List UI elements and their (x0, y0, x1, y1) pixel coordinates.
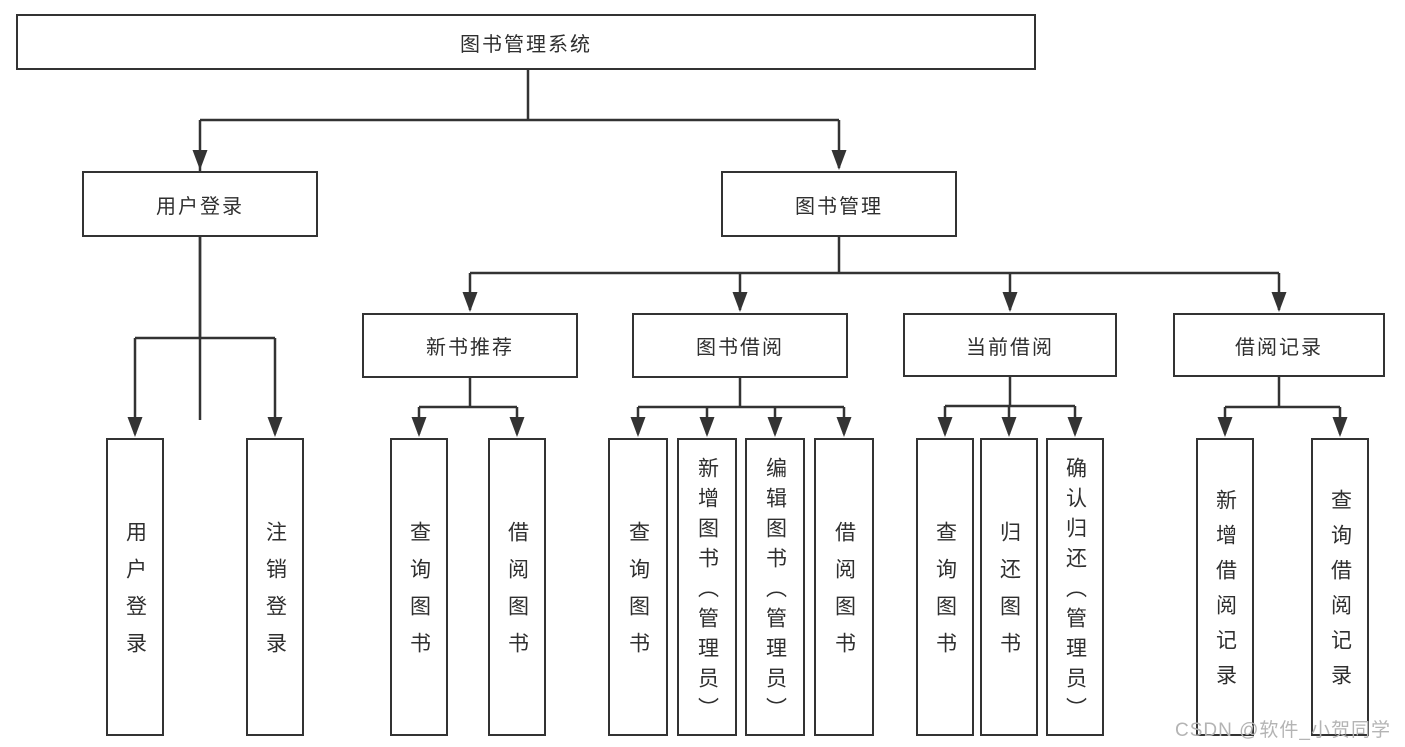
arrowhead (127, 417, 143, 437)
node-library-management-system: 图书管理系统 (16, 14, 1036, 70)
leaf-confirm-return-admin: 确认归还（管理员） (1046, 438, 1104, 736)
arrowhead (937, 417, 953, 437)
leaf-query-books-1: 查询图书 (390, 438, 448, 736)
node-label: 图书管理系统 (460, 33, 592, 56)
arrowhead (1002, 292, 1018, 312)
arrowhead (767, 417, 783, 437)
node-label: 新增借阅记录 (1213, 489, 1237, 699)
arrowhead (836, 417, 852, 437)
arrowhead (411, 417, 427, 437)
node-label: 查询图书 (933, 521, 957, 669)
node-borrowing-records: 借阅记录 (1173, 313, 1385, 377)
node-label: 编辑图书（管理员） (763, 456, 787, 727)
leaf-query-borrow-record: 查询借阅记录 (1311, 438, 1369, 736)
leaf-query-books-3: 查询图书 (916, 438, 974, 736)
arrowhead (1001, 417, 1017, 437)
arrowhead (1271, 292, 1287, 312)
node-book-borrowing: 图书借阅 (632, 313, 848, 378)
arrowhead (831, 150, 847, 170)
arrowhead (509, 417, 525, 437)
leaf-add-borrow-record: 新增借阅记录 (1196, 438, 1254, 736)
node-label: 图书借阅 (696, 337, 784, 359)
node-label: 借阅记录 (1235, 336, 1323, 359)
node-new-book-recommend: 新书推荐 (362, 313, 578, 378)
node-label: 新增图书（管理员） (695, 456, 719, 727)
arrowhead (1067, 417, 1083, 437)
node-label: 用户登录 (123, 521, 147, 669)
node-label: 当前借阅 (966, 336, 1054, 359)
node-label: 注销登录 (263, 521, 287, 669)
node-label: 借阅图书 (832, 521, 856, 669)
node-user-login: 用户登录 (82, 171, 318, 237)
leaf-borrow-books-1: 借阅图书 (488, 438, 546, 736)
leaf-query-books-2: 查询图书 (608, 438, 668, 736)
arrowhead (630, 417, 646, 437)
node-label: 查询图书 (626, 521, 650, 669)
node-label: 查询图书 (407, 521, 431, 669)
watermark-text: CSDN @软件_小贺同学 (1175, 720, 1391, 741)
node-label: 新书推荐 (426, 337, 514, 359)
arrowhead (1217, 417, 1233, 437)
node-current-borrowing: 当前借阅 (903, 313, 1117, 377)
arrowhead (462, 292, 478, 312)
leaf-edit-book-admin: 编辑图书（管理员） (745, 438, 805, 736)
node-label: 图书管理 (795, 195, 883, 218)
node-label: 用户登录 (156, 195, 244, 218)
node-label: 借阅图书 (505, 521, 529, 669)
node-label: 确认归还（管理员） (1063, 456, 1087, 727)
leaf-user-login: 用户登录 (106, 438, 164, 736)
leaf-logout: 注销登录 (246, 438, 304, 736)
arrowhead (192, 150, 208, 170)
leaf-return-book: 归还图书 (980, 438, 1038, 736)
arrowhead (699, 417, 715, 437)
arrowhead (1332, 417, 1348, 437)
arrowhead (267, 417, 283, 437)
leaf-borrow-books-2: 借阅图书 (814, 438, 874, 736)
node-label: 查询借阅记录 (1328, 489, 1352, 699)
leaf-add-book-admin: 新增图书（管理员） (677, 438, 737, 736)
node-book-management: 图书管理 (721, 171, 957, 237)
arrowhead (732, 292, 748, 312)
node-label: 归还图书 (997, 521, 1021, 669)
